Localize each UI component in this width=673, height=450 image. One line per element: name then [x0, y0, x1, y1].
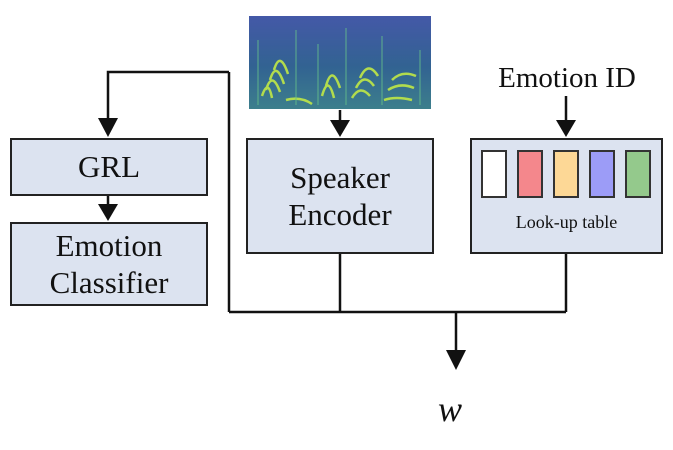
arrowhead-to-classifier [98, 204, 118, 221]
lookup-table-label: Look-up table [515, 212, 618, 232]
arrowhead-to-output [446, 350, 466, 370]
speaker-encoder-label-line2: Encoder [288, 197, 392, 232]
emotion-classifier-box: Emotion Classifier [10, 222, 208, 306]
swatch-green [625, 150, 651, 198]
emotion-id-label: Emotion ID [498, 62, 636, 94]
grl-box: GRL [10, 138, 208, 196]
emotion-classifier-label-line1: Emotion [55, 227, 163, 263]
spectrogram-image [249, 16, 431, 109]
arrowhead-to-grl [98, 118, 118, 137]
speaker-encoder-label-line1: Speaker [290, 159, 390, 195]
grl-label: GRL [78, 149, 140, 185]
lookup-table-box: Look-up table [470, 138, 663, 254]
output-w-label: w [437, 389, 462, 429]
swatch-yellow [553, 150, 579, 198]
swatch-white [481, 150, 507, 198]
swatch-red [517, 150, 543, 198]
arrowhead-to-table [556, 120, 576, 137]
speaker-encoder-box: Speaker Encoder [246, 138, 434, 254]
feedback-line [106, 70, 229, 118]
arrowhead-to-encoder [330, 120, 350, 137]
emotion-classifier-label-line2: Classifier [49, 265, 169, 300]
swatch-blue [589, 150, 615, 198]
